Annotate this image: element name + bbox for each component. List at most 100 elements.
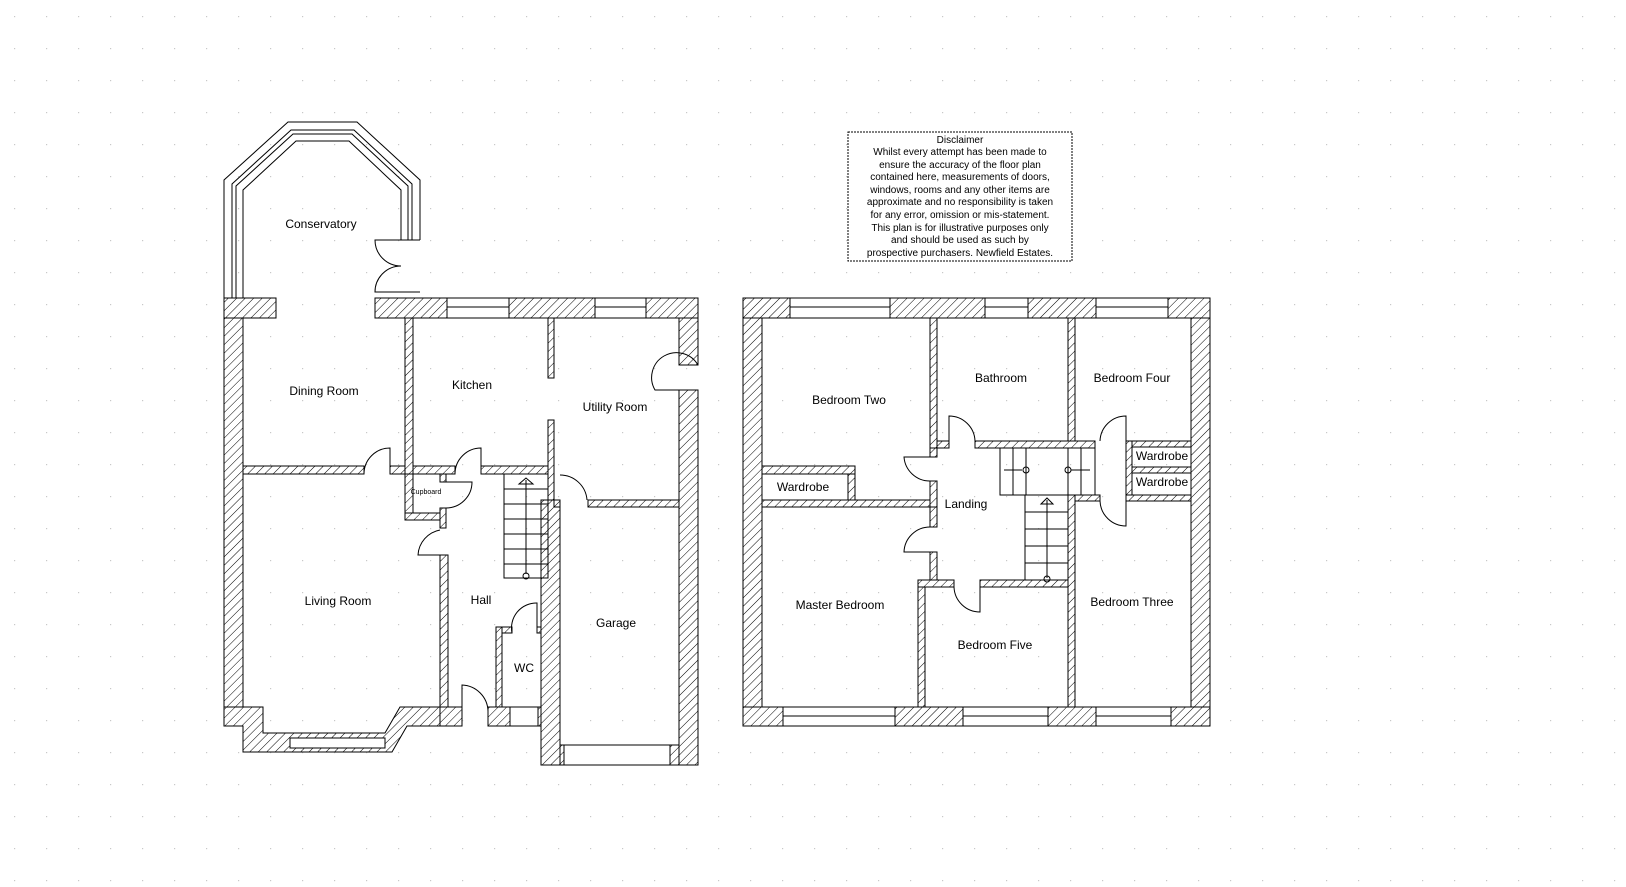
window — [1095, 297, 1169, 319]
wall — [645, 297, 699, 319]
room-label-garage: Garage — [596, 616, 636, 630]
door-kitchen — [454, 447, 482, 475]
door-bedroom-two — [903, 456, 931, 482]
wardrobe-left — [761, 473, 849, 501]
room-label-bedroom-two: Bedroom Two — [812, 393, 886, 407]
wall — [540, 499, 561, 766]
wall — [374, 297, 448, 319]
garage-door — [563, 744, 671, 766]
wall — [847, 473, 856, 501]
wall — [1027, 297, 1097, 319]
wall — [678, 317, 699, 366]
staircase-first — [999, 447, 1096, 583]
wall — [1074, 494, 1101, 502]
wall — [495, 626, 503, 708]
wall — [761, 465, 856, 475]
room-label-wardrobe: Wardrobe — [1136, 449, 1189, 463]
room-label-dining-room: Dining Room — [289, 384, 358, 398]
wall — [929, 480, 938, 508]
door-dining — [363, 447, 391, 475]
wall — [1067, 494, 1076, 708]
disclaimer-line: Whilst every attempt has been made to — [873, 147, 1047, 158]
wall — [480, 465, 549, 475]
ground-floor-plan: Conservatory Dining Room Kitchen Utility… — [223, 121, 699, 766]
wall — [1131, 466, 1192, 474]
room-label-master-bedroom: Master Bedroom — [796, 598, 885, 612]
conservatory-walls — [223, 121, 421, 298]
room-label-living-room: Living Room — [305, 594, 372, 608]
wall — [929, 447, 938, 458]
door-bedroom-five — [953, 586, 981, 613]
wall — [508, 297, 596, 319]
door-front — [461, 684, 489, 726]
door-wc — [511, 602, 538, 634]
door-living — [417, 529, 441, 556]
disclaimer-line: approximate and no responsibility is tak… — [867, 197, 1053, 208]
door-utility-external — [651, 352, 699, 391]
door-conservatory-b — [374, 265, 402, 293]
disclaimer-line: ensure the accuracy of the floor plan — [879, 160, 1041, 171]
wall — [929, 551, 938, 581]
wall — [1047, 706, 1097, 727]
disclaimer-box: Disclaimer Whilst every attempt has been… — [847, 131, 1073, 262]
disclaimer-line: contained here, measurements of doors, — [870, 172, 1050, 183]
wall — [1125, 494, 1192, 502]
wall — [223, 317, 244, 727]
wall — [501, 626, 513, 634]
wall — [547, 317, 555, 379]
wall — [439, 507, 447, 529]
first-floor-plan: Bedroom Two Bathroom Bedroom Four Wardro… — [742, 297, 1211, 727]
door-bedroom-three — [1099, 500, 1127, 527]
staircase-ground — [503, 473, 549, 580]
room-label-bedroom-three: Bedroom Three — [1090, 595, 1173, 609]
wall — [487, 706, 511, 727]
wall — [242, 465, 365, 475]
wall — [1125, 440, 1192, 448]
wall — [974, 440, 1096, 449]
disclaimer-title: Disclaimer — [937, 135, 984, 146]
door-garage-internal — [559, 474, 588, 501]
wall — [1067, 317, 1076, 442]
window — [984, 297, 1029, 319]
window — [446, 297, 510, 319]
room-label-cupboard: Cupboard — [411, 489, 442, 496]
wall — [917, 586, 926, 708]
wall — [559, 744, 565, 766]
wall — [223, 297, 277, 319]
wall — [894, 706, 964, 727]
wall — [929, 506, 938, 528]
wall — [917, 579, 955, 588]
disclaimer-line: and should be used as such by — [891, 235, 1029, 246]
door-conservatory-a — [374, 239, 402, 267]
disclaimer-line: prospective purchasers. Newfield Estates… — [867, 248, 1053, 259]
window — [594, 297, 647, 319]
room-label-bedroom-four: Bedroom Four — [1094, 371, 1171, 385]
wall — [889, 297, 986, 319]
wall — [412, 465, 456, 475]
window — [289, 737, 386, 749]
door-bedroom-four — [1099, 415, 1127, 442]
room-label-kitchen: Kitchen — [452, 378, 492, 392]
wall — [1167, 297, 1211, 319]
wall — [553, 499, 561, 508]
door-master-bedroom — [903, 526, 931, 553]
wall — [678, 389, 699, 766]
window — [509, 706, 539, 727]
window — [789, 297, 891, 319]
wall — [929, 317, 938, 449]
wall — [389, 465, 406, 475]
wall — [669, 744, 680, 766]
wall — [547, 419, 555, 501]
room-label-bedroom-five: Bedroom Five — [958, 638, 1033, 652]
room-label-hall: Hall — [471, 593, 492, 607]
wall — [587, 499, 680, 508]
wall — [439, 554, 449, 708]
wall — [761, 499, 931, 508]
room-label-utility-room: Utility Room — [583, 400, 648, 414]
wall — [742, 317, 763, 708]
room-label-wc: WC — [514, 661, 534, 675]
wall — [1190, 317, 1211, 708]
wall — [439, 473, 447, 483]
wall — [1170, 706, 1211, 727]
